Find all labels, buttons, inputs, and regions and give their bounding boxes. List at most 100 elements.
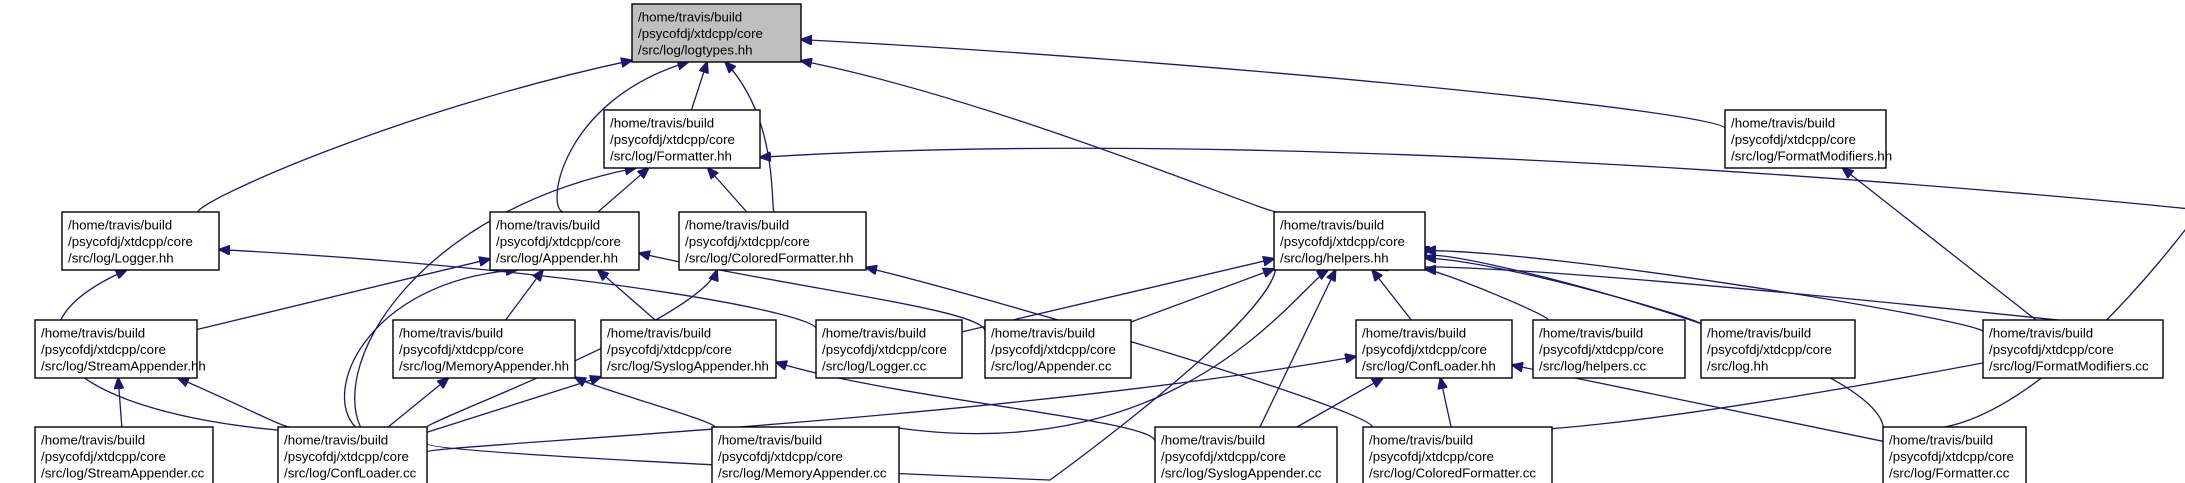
- node-label-line: /src/log/Formatter.cc: [1889, 465, 2010, 480]
- node-formatmodifiers-cc[interactable]: /home/travis/build/psycofdj/xtdcpp/core/…: [1982, 319, 2164, 379]
- node-label-line: /psycofdj/xtdcpp/core: [638, 26, 763, 41]
- edge-helpers_hh-to-syslogappender_cc: [1259, 270, 1336, 428]
- node-label-line: /src/log/helpers.cc: [1539, 358, 1647, 373]
- node-label-line: /home/travis/build: [607, 325, 711, 340]
- edge-memoryappender_hh-to-confloader_cc: [387, 378, 448, 428]
- node-label-line: /home/travis/build: [1989, 325, 2093, 340]
- node-label-line: /home/travis/build: [284, 432, 388, 447]
- node-label-line: /src/log/SyslogAppender.cc: [1161, 465, 1322, 480]
- node-streamappender-hh[interactable]: /home/travis/build/psycofdj/xtdcpp/core/…: [34, 319, 206, 379]
- node-memoryappender-cc[interactable]: /home/travis/build/psycofdj/xtdcpp/core/…: [711, 426, 900, 483]
- edge-formatter_hh-to-confloader_cc: [354, 168, 636, 428]
- edge-helpers_hh-to-helpers_cc: [1425, 269, 1549, 321]
- node-label-line: /home/travis/build: [68, 217, 172, 232]
- node-label-line: /home/travis/build: [496, 217, 600, 232]
- edge-appender_hh-to-syslogappender_hh: [598, 270, 656, 321]
- node-coloredformatter-hh[interactable]: /home/travis/build/psycofdj/xtdcpp/core/…: [678, 211, 867, 271]
- node-label-line: /src/log/ConfLoader.cc: [284, 465, 417, 480]
- node-formatter-hh[interactable]: /home/travis/build/psycofdj/xtdcpp/core/…: [603, 109, 761, 169]
- node-label-line: /psycofdj/xtdcpp/core: [1369, 449, 1494, 464]
- node-box: [1532, 319, 1686, 379]
- node-label-line: /src/log/Appender.cc: [991, 358, 1112, 373]
- edge-appender_hh-to-memoryappender_hh: [505, 270, 543, 321]
- edge-helpers_hh-to-formatmodifiers_cc: [1425, 251, 1984, 333]
- node-box: [1724, 109, 1887, 169]
- node-appender-cc[interactable]: /home/travis/build/psycofdj/xtdcpp/core/…: [984, 319, 1132, 379]
- edge-formatter_hh-to-coloredformatter_hh: [708, 168, 748, 213]
- node-label-line: /src/log/FormatModifiers.cc: [1989, 358, 2149, 373]
- node-label-line: /psycofdj/xtdcpp/core: [685, 234, 810, 249]
- node-label-line: /src/log/StreamAppender.cc: [41, 465, 205, 480]
- node-label-line: /home/travis/build: [399, 325, 503, 340]
- node-label-line: /home/travis/build: [1280, 217, 1384, 232]
- node-label-line: /src/log/Appender.hh: [496, 250, 618, 265]
- node-formatmodifiers-hh[interactable]: /home/travis/build/psycofdj/xtdcpp/core/…: [1724, 109, 1892, 169]
- node-label-line: /src/log/ColoredFormatter.hh: [685, 250, 854, 265]
- node-label-line: /psycofdj/xtdcpp/core: [284, 449, 409, 464]
- node-label-line: /home/travis/build: [1369, 432, 1473, 447]
- node-logger-cc[interactable]: /home/travis/build/psycofdj/xtdcpp/core/…: [815, 319, 963, 379]
- node-coloredformatter-cc[interactable]: /home/travis/build/psycofdj/xtdcpp/core/…: [1362, 426, 1553, 483]
- node-box: [1355, 319, 1513, 379]
- node-label-line: /src/log/ColoredFormatter.cc: [1369, 465, 1536, 480]
- edge-syslogappender_hh-to-confloader_cc: [426, 377, 601, 433]
- node-logger-hh[interactable]: /home/travis/build/psycofdj/xtdcpp/core/…: [61, 211, 220, 271]
- node-helpers-cc[interactable]: /home/travis/build/psycofdj/xtdcpp/core/…: [1532, 319, 1686, 379]
- node-box: [34, 319, 198, 379]
- node-label-line: /psycofdj/xtdcpp/core: [1280, 234, 1405, 249]
- node-label-line: /psycofdj/xtdcpp/core: [68, 234, 193, 249]
- node-box: [277, 426, 428, 483]
- node-label-line: /home/travis/build: [610, 115, 714, 130]
- node-label-line: /src/log/logtypes.hh: [638, 42, 753, 57]
- node-label-line: /src/log/MemoryAppender.cc: [718, 465, 887, 480]
- edge-logtypes-to-appender_hh: [556, 62, 688, 213]
- node-box: [1882, 426, 2027, 483]
- node-label-line: /home/travis/build: [1707, 325, 1811, 340]
- node-box: [1154, 426, 1338, 483]
- edge-logger_hh-to-logger_cc: [219, 250, 817, 330]
- edge-memoryappender_hh-to-memoryappender_cc: [575, 377, 716, 428]
- edge-helpers_hh-to-formatter_cc: [1425, 255, 1885, 428]
- edge-appender_hh-to-confloader_cc: [343, 270, 516, 428]
- node-memoryappender-hh[interactable]: /home/travis/build/psycofdj/xtdcpp/core/…: [392, 319, 576, 379]
- node-box: [392, 319, 576, 379]
- node-label-line: /psycofdj/xtdcpp/core: [991, 342, 1116, 357]
- node-box: [1273, 211, 1426, 271]
- node-helpers-hh[interactable]: /home/travis/build/psycofdj/xtdcpp/core/…: [1273, 211, 1426, 271]
- node-confloader-cc[interactable]: /home/travis/build/psycofdj/xtdcpp/core/…: [277, 426, 428, 483]
- node-label-line: /src/log/Logger.cc: [822, 358, 927, 373]
- node-streamappender-cc[interactable]: /home/travis/build/psycofdj/xtdcpp/core/…: [34, 426, 214, 483]
- node-box: [34, 426, 214, 483]
- node-label-line: /home/travis/build: [718, 432, 822, 447]
- node-label-line: /psycofdj/xtdcpp/core: [610, 132, 735, 147]
- node-label-line: /home/travis/build: [41, 432, 145, 447]
- edge-streamappender_hh-to-streamappender_cc: [118, 378, 122, 428]
- node-log-hh[interactable]: /home/travis/build/psycofdj/xtdcpp/core/…: [1700, 319, 1856, 379]
- node-label-line: /home/travis/build: [41, 325, 145, 340]
- node-logtypes[interactable]: /home/travis/build/psycofdj/xtdcpp/core/…: [631, 3, 802, 63]
- node-label-line: /src/log/FormatModifiers.hh: [1731, 148, 1892, 163]
- node-label-line: /src/log/helpers.hh: [1280, 250, 1389, 265]
- node-label-line: /psycofdj/xtdcpp/core: [1539, 342, 1664, 357]
- node-syslogappender-hh[interactable]: /home/travis/build/psycofdj/xtdcpp/core/…: [600, 319, 777, 379]
- node-label-line: /home/travis/build: [1161, 432, 1265, 447]
- edge-helpers_hh-to-memoryappender_cc: [890, 270, 1328, 435]
- node-formatter-cc[interactable]: /home/travis/build/psycofdj/xtdcpp/core/…: [1882, 426, 2027, 483]
- node-label-line: /home/travis/build: [685, 217, 789, 232]
- node-confloader-hh[interactable]: /home/travis/build/psycofdj/xtdcpp/core/…: [1355, 319, 1513, 379]
- node-box: [61, 211, 220, 271]
- edge-formatter_hh-to-formatter_cc: [760, 147, 2185, 430]
- node-label-line: /psycofdj/xtdcpp/core: [822, 342, 947, 357]
- node-label-line: /src/log/StreamAppender.hh: [41, 358, 206, 373]
- node-label-line: /psycofdj/xtdcpp/core: [607, 342, 732, 357]
- node-label-line: /psycofdj/xtdcpp/core: [399, 342, 524, 357]
- node-label-line: /home/travis/build: [822, 325, 926, 340]
- node-box: [815, 319, 963, 379]
- node-label-line: /psycofdj/xtdcpp/core: [1889, 449, 2014, 464]
- node-label-line: /home/travis/build: [991, 325, 1095, 340]
- node-appender-hh[interactable]: /home/travis/build/psycofdj/xtdcpp/core/…: [489, 211, 640, 271]
- node-label-line: /psycofdj/xtdcpp/core: [41, 449, 166, 464]
- node-syslogappender-cc[interactable]: /home/travis/build/psycofdj/xtdcpp/core/…: [1154, 426, 1338, 483]
- edge-logtypes-to-formatter_hh: [690, 62, 707, 111]
- node-box: [603, 109, 761, 169]
